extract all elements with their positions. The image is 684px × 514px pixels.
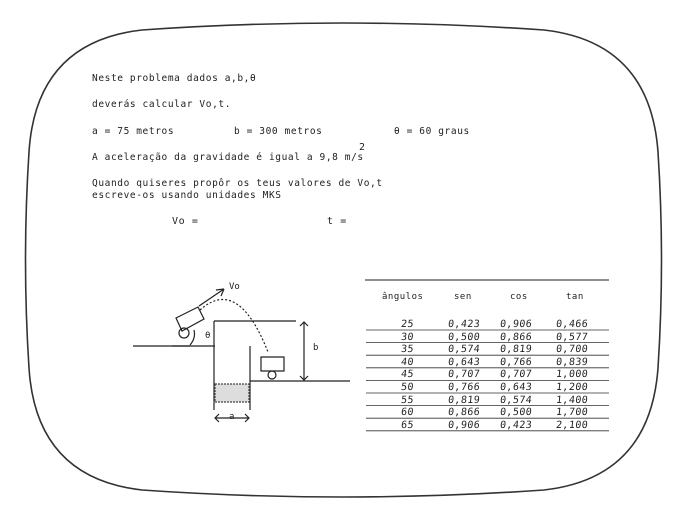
crt-screen: [22, 22, 665, 498]
table-cell: 1,700: [555, 407, 589, 419]
header-tan: tan: [566, 292, 584, 302]
table-cell: 0,866: [499, 331, 533, 343]
header-sen: sen: [454, 292, 472, 302]
cannon-body: [175, 306, 205, 332]
table-cell: 0,423: [447, 319, 481, 330]
table-cell: 1,000: [555, 369, 589, 381]
table-cell: 0,839: [555, 356, 589, 368]
table-cell: 0,574: [499, 394, 533, 406]
table-cell: 65: [400, 419, 415, 431]
a-diagram-label: a: [229, 412, 235, 422]
gravity-exponent: 2: [359, 142, 366, 153]
table-cell: 1,200: [555, 382, 589, 393]
table-cell: 0,643: [499, 382, 533, 393]
instructions-line-1: Quando quiseres propôr os teus valores d…: [92, 178, 383, 189]
gravity-statement: A aceleração da gravidade é igual a 9,8 …: [92, 152, 364, 163]
table-cell: 0,906: [499, 319, 533, 330]
velocity-arrowhead: [215, 288, 225, 297]
theta-diagram-label: θ: [205, 331, 211, 341]
water-fill: [214, 383, 250, 403]
table-cell: 60: [400, 407, 415, 419]
table-cell: 0,643: [447, 356, 481, 368]
b-diagram-label: b: [313, 343, 319, 353]
problem-task: deverás calcular Vo,t.: [92, 99, 232, 110]
param-theta: θ = 60 graus: [394, 126, 470, 137]
table-cell: 55: [400, 394, 415, 406]
param-b: b = 300 metros: [234, 126, 323, 137]
trig-table-lines: [365, 279, 609, 432]
table-cell: 0,766: [499, 356, 533, 368]
table-cell: 45: [400, 369, 415, 381]
table-cell: 0,766: [447, 382, 481, 393]
trig-table: ângulos sen cos tan 25 0,423 0,906 0,466 30 0…: [361, 276, 684, 451]
vo-input-label: Vo =: [172, 216, 199, 227]
angle-arc: [189, 329, 196, 346]
param-a: a = 75 metros: [92, 126, 175, 137]
table-cell: 25: [400, 319, 415, 330]
header-angles: ângulos: [382, 292, 424, 302]
dimension-a-arrows: [214, 413, 250, 423]
trajectory-curve: [199, 299, 269, 353]
table-cell: 2,100: [555, 419, 589, 431]
table-cell: 50: [400, 382, 415, 393]
table-cell: 0,500: [447, 331, 481, 343]
table-cell: 0,707: [499, 369, 533, 381]
problem-intro: Neste problema dados a,b,θ: [92, 73, 257, 84]
table-cell: 0,700: [555, 344, 589, 356]
table-cell: 0,819: [447, 394, 481, 406]
table-cell: 0,577: [555, 331, 589, 343]
table-cell: 40: [400, 356, 415, 368]
instructions-line-2: escreve-os usando unidades MKS: [92, 190, 282, 201]
table-cell: 0,866: [447, 407, 481, 419]
velocity-arrow: [198, 288, 225, 307]
target-body: [260, 356, 285, 372]
table-cell: 0,500: [499, 407, 533, 419]
header-cos: cos: [510, 292, 528, 302]
table-cell: 35: [400, 344, 415, 356]
table-cell: 0,466: [555, 319, 589, 330]
t-input-label: t =: [327, 216, 347, 227]
table-cell: 0,574: [447, 344, 481, 356]
table-cell: 1,400: [555, 394, 589, 406]
table-cell: 0,906: [447, 419, 481, 431]
dimension-b-arrows: [299, 321, 309, 381]
table-cell: 30: [400, 331, 415, 343]
table-cell: 0,707: [447, 369, 481, 381]
crt-screen-border: [24, 22, 663, 498]
table-cell: 0,423: [499, 419, 533, 431]
target-wheel: [267, 370, 277, 380]
vo-diagram-label: Vo: [229, 282, 240, 292]
cannon-wheel: [178, 327, 190, 339]
table-cell: 0,819: [499, 344, 533, 356]
